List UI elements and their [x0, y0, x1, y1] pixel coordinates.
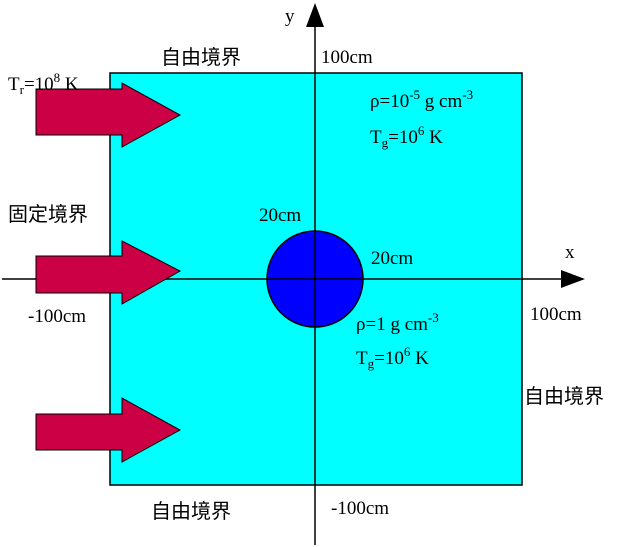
right-arrow-icon [35, 82, 182, 148]
inflow-arrow-top [35, 82, 182, 148]
inflow-arrow-bottom [35, 397, 182, 463]
y-axis [306, 3, 324, 545]
boundary-label-bottom: 自由境界 [151, 499, 231, 523]
boundary-label-right: 自由境界 [524, 384, 604, 408]
cloud-height-label: 20cm [259, 205, 301, 226]
cloud-width-label: 20cm [371, 248, 413, 269]
y-max-label: 100cm [321, 47, 373, 68]
boundary-label-top: 自由境界 [161, 45, 241, 69]
right-arrow-icon [35, 397, 182, 463]
ambient-temperature-label: Tg=106 K [370, 123, 443, 150]
inflow-arrow-middle [35, 240, 182, 305]
radiation-temperature-label: Tr=108 K [8, 70, 79, 97]
y-axis-label: y [285, 6, 295, 27]
y-axis-arrowhead-icon [306, 3, 324, 27]
x-max-label: 100cm [530, 304, 582, 325]
boundary-label-left: 固定境界 [8, 202, 88, 226]
x-axis-arrowhead-icon [561, 270, 585, 288]
right-arrow-icon [35, 240, 182, 305]
x-axis-label: x [565, 242, 575, 263]
cloud-density-label: ρ=1 g cm-3 [356, 310, 439, 335]
cloud-temperature-label: Tg=106 K [356, 344, 429, 371]
y-min-label: -100cm [331, 498, 389, 519]
ambient-density-label: ρ=10-5 g cm-3 [370, 87, 473, 112]
x-min-label: -100cm [28, 306, 86, 327]
